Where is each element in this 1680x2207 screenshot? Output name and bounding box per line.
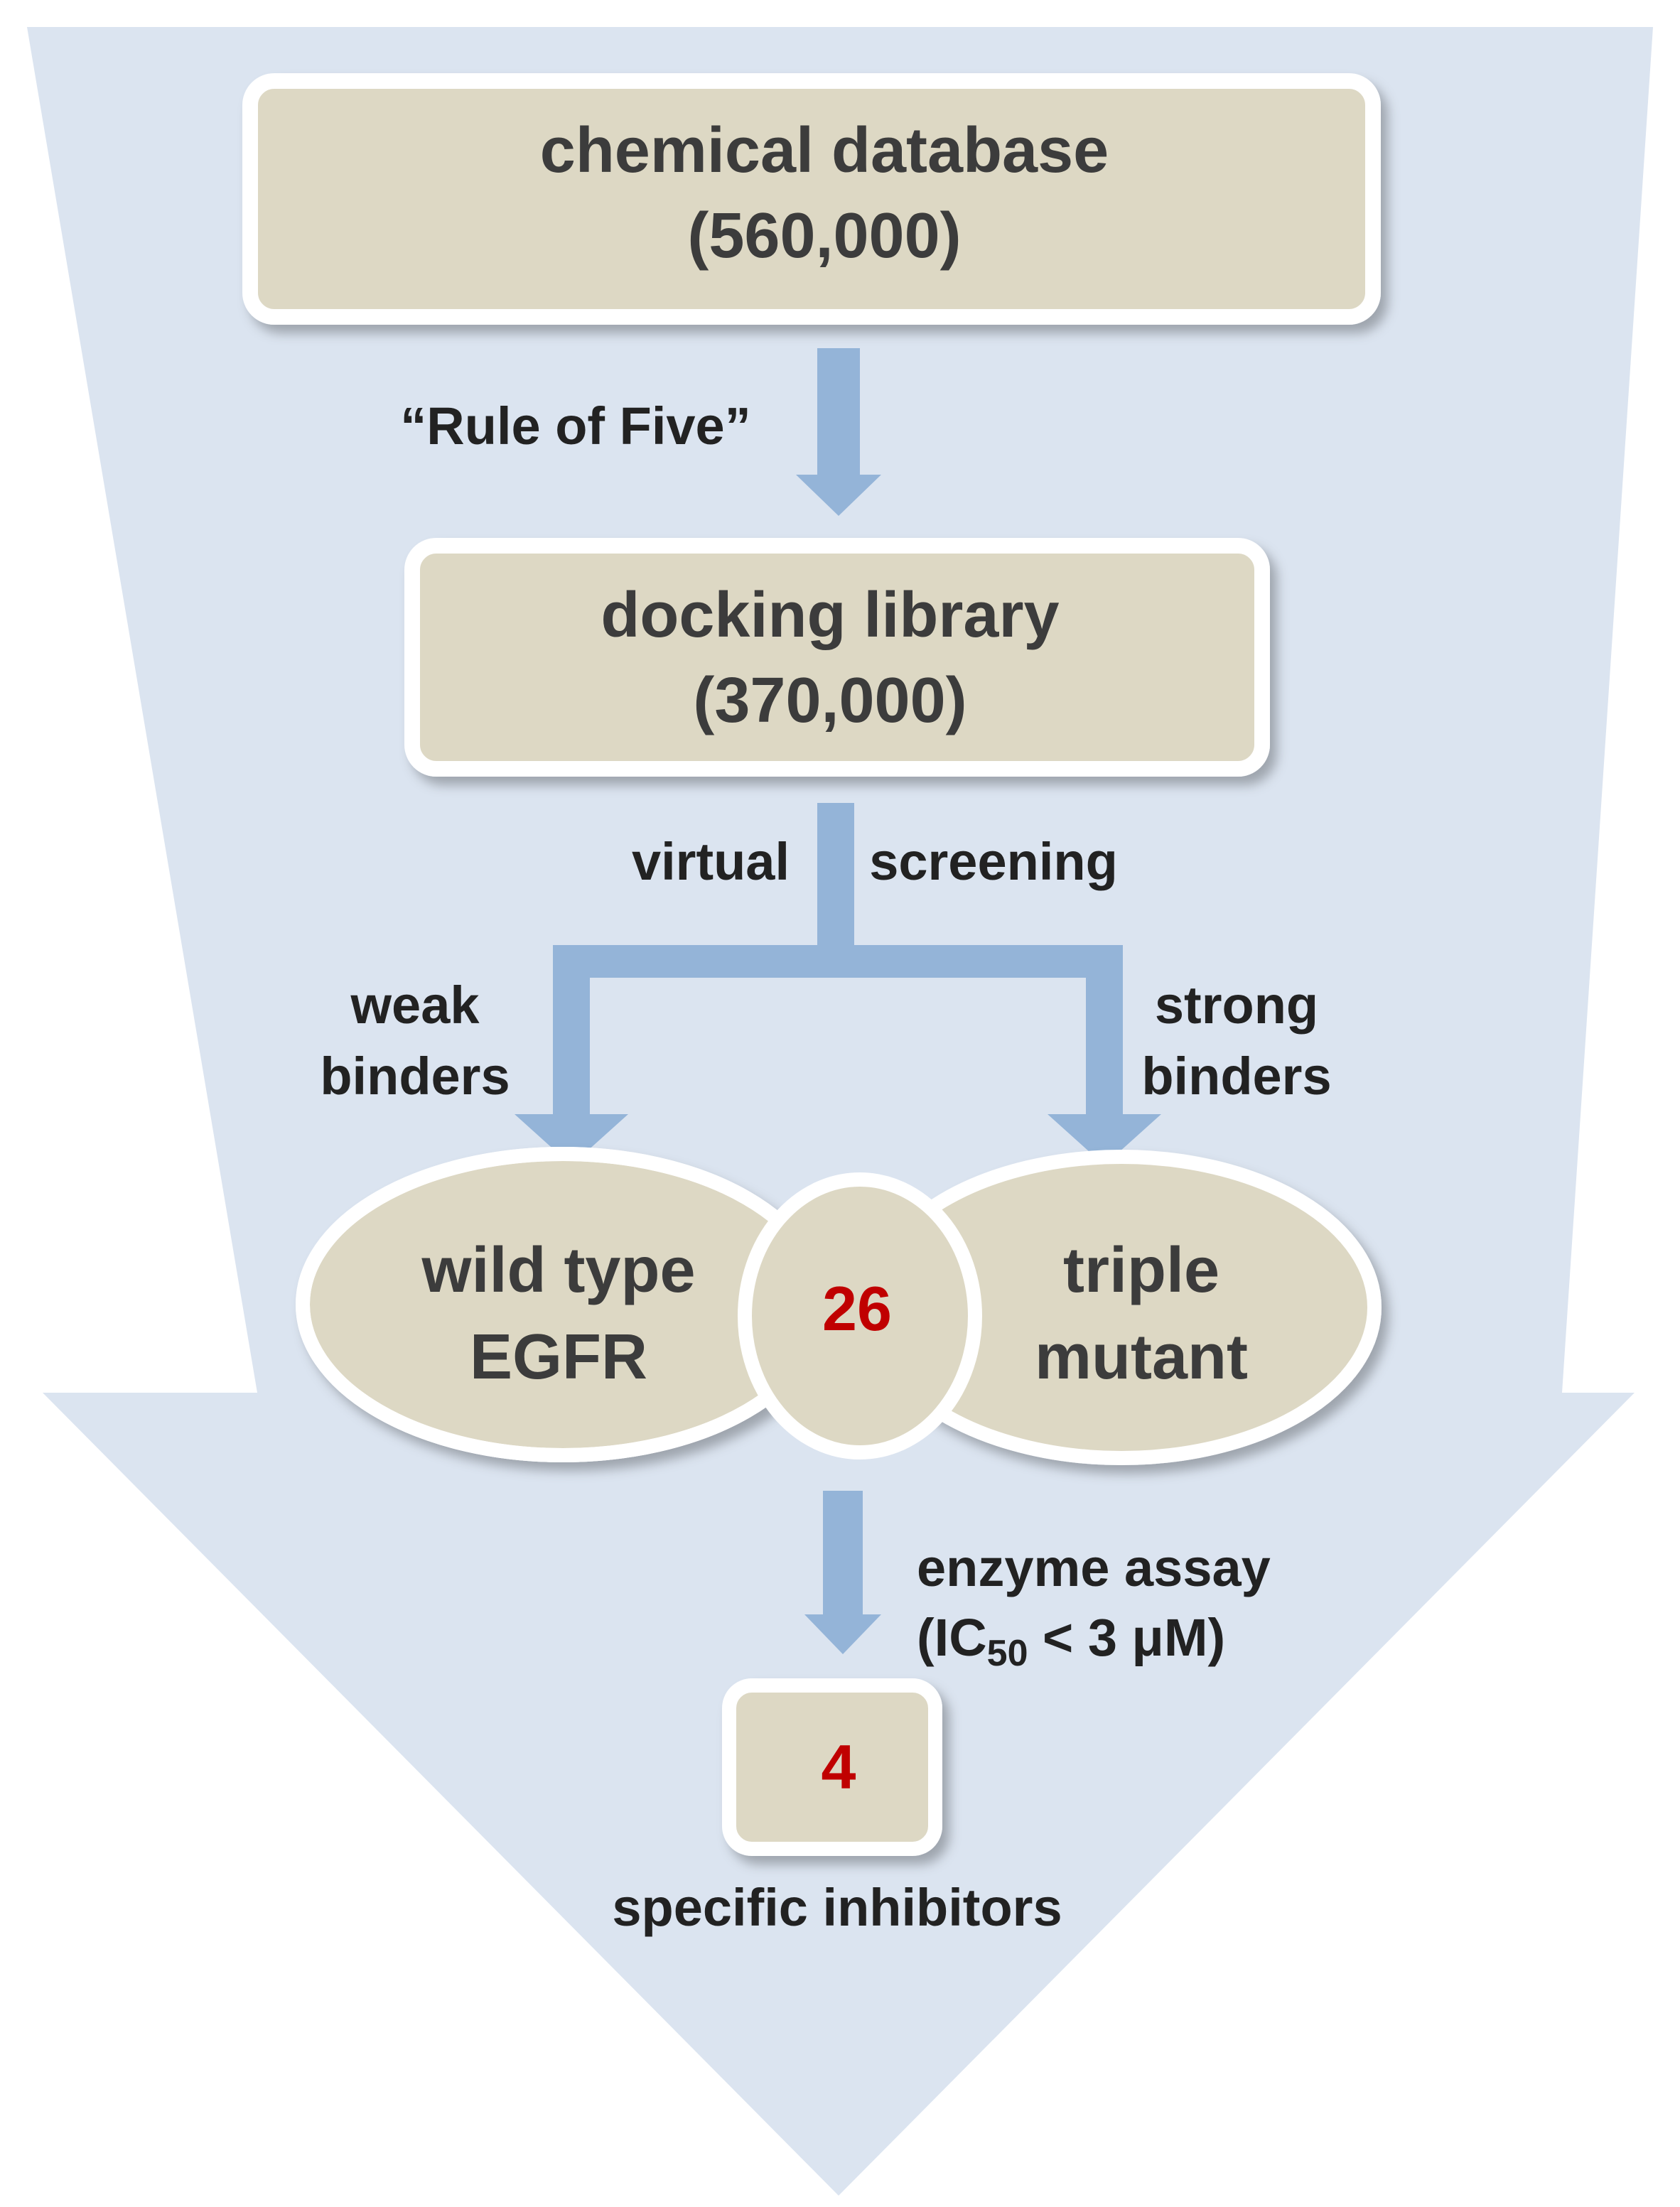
enzyme-assay-label-line2: (IC50 < 3 μM) xyxy=(917,1608,1225,1674)
enzyme-assay-arrow xyxy=(804,1491,881,1654)
overlap-ellipse xyxy=(738,1172,982,1459)
triple-mutant-line1: triple xyxy=(1063,1235,1219,1306)
screening-label: screening xyxy=(869,832,1118,891)
chemical-database-box: chemical database (560,000) xyxy=(242,73,1381,325)
docking-library-title: docking library xyxy=(601,580,1059,651)
specific-inhibitors-count: 4 xyxy=(822,1732,856,1802)
chemical-database-title: chemical database xyxy=(540,115,1109,186)
wild-type-line2: EGFR xyxy=(470,1322,647,1393)
strong-binders-label-line2: binders xyxy=(1141,1047,1331,1106)
wild-type-line1: wild type xyxy=(421,1235,695,1306)
specific-inhibitors-caption: specific inhibitors xyxy=(612,1878,1062,1937)
weak-binders-label-line1: weak xyxy=(350,976,480,1035)
venn-diagram xyxy=(296,1147,1382,1465)
rule-of-five-arrow xyxy=(796,348,881,516)
triple-mutant-line2: mutant xyxy=(1035,1322,1248,1393)
rule-of-five-label: “Rule of Five” xyxy=(400,396,750,455)
virtual-screening-arrow xyxy=(515,803,1161,1165)
enzyme-assay-label-line1: enzyme assay xyxy=(917,1538,1271,1597)
virtual-label: virtual xyxy=(632,832,790,891)
weak-binders-label-line2: binders xyxy=(320,1047,510,1106)
strong-binders-label-line1: strong xyxy=(1155,976,1318,1035)
docking-library-box: docking library (370,000) xyxy=(404,538,1270,777)
overlap-count: 26 xyxy=(822,1273,892,1344)
chemical-database-count: (560,000) xyxy=(687,200,961,271)
docking-library-count: (370,000) xyxy=(693,665,966,736)
specific-inhibitors-box: 4 xyxy=(722,1678,942,1856)
